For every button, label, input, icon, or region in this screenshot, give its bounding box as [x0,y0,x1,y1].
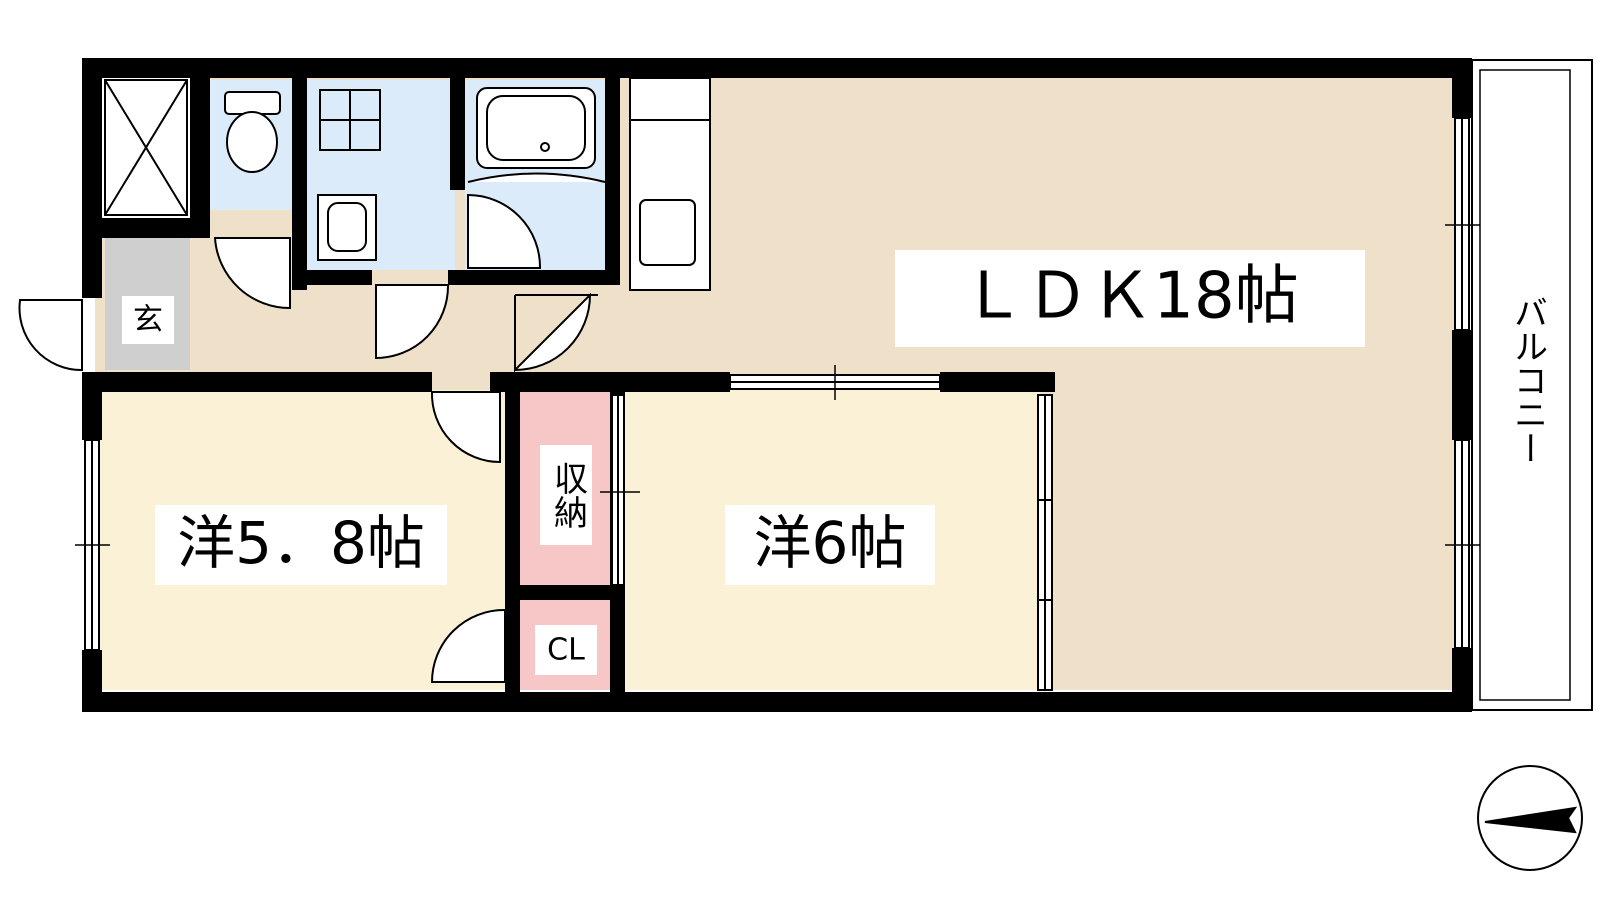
western-left-label: 洋5．8帖 [177,509,425,577]
ldk-label: ＬＤＫ18帖 [961,260,1298,334]
balcony-inner [1479,69,1571,701]
wall-bath-left [450,70,465,190]
north-arrow-icon [1477,765,1583,871]
shoe-cabinet-icon [104,79,188,216]
bathtub-icon [467,87,606,183]
door-entrance [18,299,83,372]
wall-washroom-bottom [292,270,372,285]
ldk-label-bg [895,250,1365,347]
western-right-label: 洋6帖 [754,509,907,577]
kitchen-sink-icon [630,119,710,266]
door-hall [514,292,592,373]
wall-washroom-bottom-right [448,270,618,285]
door-washroom [375,284,450,360]
balcony-outline [1471,59,1593,711]
wall-right-mid [1452,330,1472,440]
wall-left-lower [82,650,102,712]
wall-toilet-right [292,70,307,290]
door-bedroom-left [430,391,501,464]
wall-bottom [82,692,1472,712]
wall-shoe-right [190,70,210,225]
windows [75,117,1480,691]
storage-label-bg [540,445,592,545]
entrance-label-bg [122,296,174,344]
washing-machine-pan-icon [319,89,381,151]
door-toilet [213,237,291,310]
toilet-icon [224,91,281,173]
wall-bath-right [605,70,620,285]
entrance-label: 玄 [133,303,163,338]
closet-label-bg [535,625,597,675]
wall-storage-mid [505,585,625,600]
walls [82,58,1472,712]
western-right-label-bg [725,505,935,585]
wall-bedroom-top-left [82,372,432,392]
western-left-label-bg [155,505,447,585]
balcony-label: バルコニー [1508,295,1548,465]
wall-shoe-bottom [100,218,210,238]
wall-right-top [1452,58,1472,118]
storage-label: 収納 [548,461,588,529]
wall-left-upper [82,58,102,298]
closet-label: CL [547,633,585,668]
doors [18,193,598,683]
wall-right-bottom [1452,648,1472,712]
door-bathroom [467,193,542,269]
wall-top [82,58,1472,78]
balcony [1471,59,1593,711]
wall-bedroom-divider [505,372,520,712]
wall-bedroom-top-right [940,372,1055,392]
door-closet [430,608,506,683]
washbasin-icon [317,194,377,261]
room-labels: ＬＤＫ18帖 洋5．8帖 洋6帖 収納 CL 玄 バルコニー [122,250,1548,675]
